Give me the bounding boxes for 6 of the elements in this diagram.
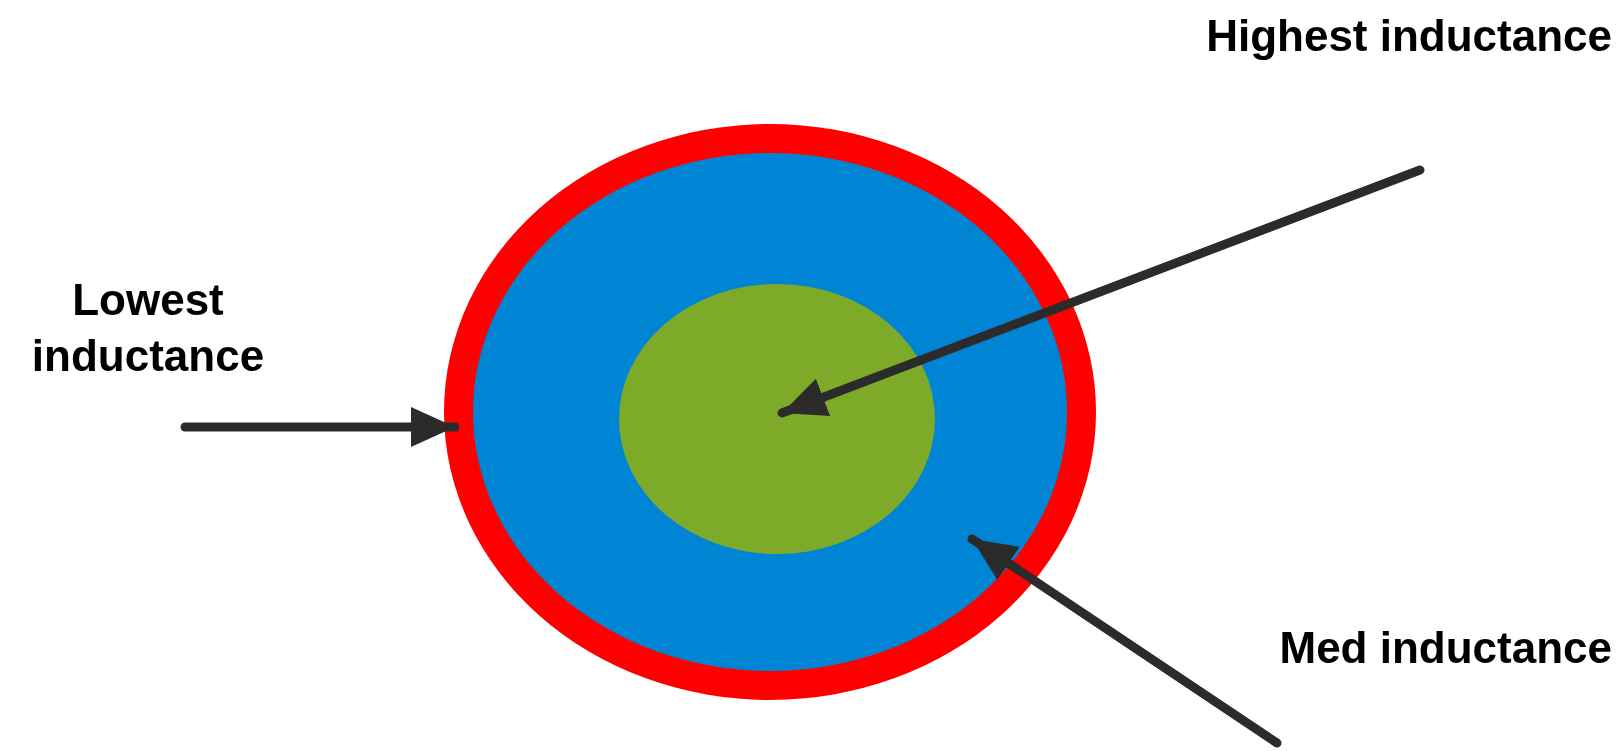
leader-line: [967, 534, 1282, 748]
leader-line: [180, 407, 460, 447]
callout-label: Highest inductance: [1116, 8, 1612, 68]
callout-label: Lowest inductance: [14, 272, 282, 388]
leader-line: [777, 165, 1425, 418]
callout-label: Med inductance: [1222, 620, 1612, 680]
